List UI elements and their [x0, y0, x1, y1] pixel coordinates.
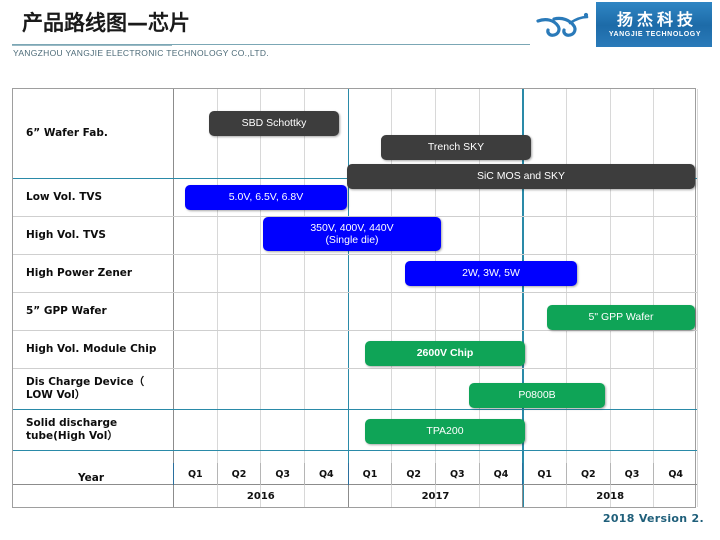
- row-label-wafer-fab: 6” Wafer Fab.: [26, 126, 108, 139]
- gridline-quarter: [216, 89, 218, 507]
- title-divider: [12, 44, 702, 45]
- quarter-cell-4[interactable]: Q4: [304, 463, 348, 485]
- gridline-quarter: [391, 89, 393, 507]
- row-high-vol-tvs: High Vol. TVS: [13, 217, 697, 255]
- gridline-label-boundary: [173, 89, 175, 507]
- bar-sbd-schottky[interactable]: SBD Schottky: [209, 111, 339, 136]
- roadmap-gantt-chart: 6” Wafer Fab. Low Vol. TVS High Vol. TVS…: [12, 88, 698, 508]
- year-cell-2016[interactable]: 2016: [173, 485, 348, 507]
- bar-high-power-zener-watts[interactable]: 2W, 3W, 5W: [405, 261, 577, 286]
- row-high-vol-module-chip: High Vol. Module Chip: [13, 331, 697, 369]
- row-high-power-zener: High Power Zener: [13, 255, 697, 293]
- title-divider-accent: [12, 45, 172, 46]
- year-cell-2017[interactable]: 2017: [347, 485, 523, 507]
- bar-low-vol-tvs-voltages[interactable]: 5.0V, 6.5V, 6.8V: [185, 185, 347, 210]
- bar-2600v-chip[interactable]: 2600V Chip: [365, 341, 525, 366]
- gridline-quarter: [304, 89, 305, 507]
- version-label: 2018 Version 2.: [602, 512, 704, 525]
- quarter-cell-3[interactable]: Q3: [260, 463, 304, 485]
- gridline-year-boundary: [347, 89, 350, 507]
- row-label-gpp-wafer: 5” GPP Wafer: [26, 304, 107, 317]
- quarter-cell-6[interactable]: Q2: [391, 463, 435, 485]
- bar-tpa200[interactable]: TPA200: [365, 419, 525, 444]
- quarter-cell-8[interactable]: Q4: [478, 463, 523, 485]
- quarter-cell-9[interactable]: Q1: [522, 463, 566, 485]
- quarter-cell-2[interactable]: Q2: [216, 463, 261, 485]
- gridline-quarter: [609, 89, 611, 507]
- gridline-quarter: [697, 89, 698, 507]
- gridline-quarter: [435, 89, 436, 507]
- row-label-solid-discharge-tube: Solid discharge tube(High Vol）: [26, 416, 118, 442]
- row-label-year: Year: [77, 472, 105, 485]
- quarter-cell-12[interactable]: Q4: [653, 463, 697, 485]
- gridline-quarter: [260, 89, 262, 507]
- yj-monogram-icon: [530, 2, 596, 47]
- row-low-vol-tvs: Low Vol. TVS: [13, 179, 697, 217]
- bar-trench-sky[interactable]: Trench SKY: [381, 135, 531, 160]
- bar-high-vol-tvs-voltages[interactable]: 350V, 400V, 440V (Single die): [263, 217, 441, 251]
- bar-5in-gpp-wafer[interactable]: 5" GPP Wafer: [547, 305, 695, 330]
- row-gpp-wafer: 5” GPP Wafer: [13, 293, 697, 331]
- row-solid-discharge-tube: Solid discharge tube(High Vol）: [13, 410, 697, 451]
- row-label-high-vol-module-chip: High Vol. Module Chip: [26, 342, 157, 355]
- bar-high-vol-tvs-line1: 350V, 400V, 440V: [310, 221, 394, 234]
- row-label-high-power-zener: High Power Zener: [26, 266, 133, 279]
- logo-name-en: YANGJIE TECHNOLOGY: [608, 30, 702, 38]
- row-label-low-vol-tvs: Low Vol. TVS: [26, 190, 103, 203]
- gridline-quarter: [478, 89, 480, 507]
- quarter-cell-7[interactable]: Q3: [435, 463, 479, 485]
- row-year: Year: [13, 451, 697, 507]
- quarter-cell-1[interactable]: Q1: [173, 463, 217, 485]
- logo-name-cn: 扬杰科技: [616, 9, 697, 29]
- timeline-gridlines: [13, 89, 698, 507]
- year-cell-2018[interactable]: 2018: [522, 485, 697, 507]
- quarter-cell-11[interactable]: Q3: [609, 463, 654, 485]
- bar-high-vol-tvs-line2: (Single die): [325, 234, 379, 246]
- page-title: 产品路线图—芯片: [22, 11, 190, 35]
- row-discharge-device: Dis Charge Device（ LOW Vol）: [13, 369, 697, 410]
- bar-sic-mos-and-sky[interactable]: SiC MOS and SKY: [347, 164, 695, 189]
- row-label-high-vol-tvs: High Vol. TVS: [26, 228, 106, 241]
- gridline-quarter: [653, 89, 655, 507]
- company-subtitle: YANGZHOU YANGJIE ELECTRONIC TECHNOLOGY C…: [13, 48, 269, 58]
- logo-wordmark: 扬杰科技 YANGJIE TECHNOLOGY: [596, 9, 712, 38]
- gridline-year-boundary: [522, 89, 524, 507]
- page-header: 产品路线图—芯片 YANGZHOU YANGJIE ELECTRONIC TEC…: [0, 0, 720, 62]
- company-logo: 扬杰科技 YANGJIE TECHNOLOGY: [530, 2, 712, 47]
- quarter-cell-5[interactable]: Q1: [347, 463, 392, 485]
- quarter-cell-10[interactable]: Q2: [566, 463, 610, 485]
- gridline-quarter: [566, 89, 567, 507]
- bar-p0800b[interactable]: P0800B: [469, 383, 605, 408]
- row-label-discharge-device: Dis Charge Device（ LOW Vol）: [26, 375, 145, 401]
